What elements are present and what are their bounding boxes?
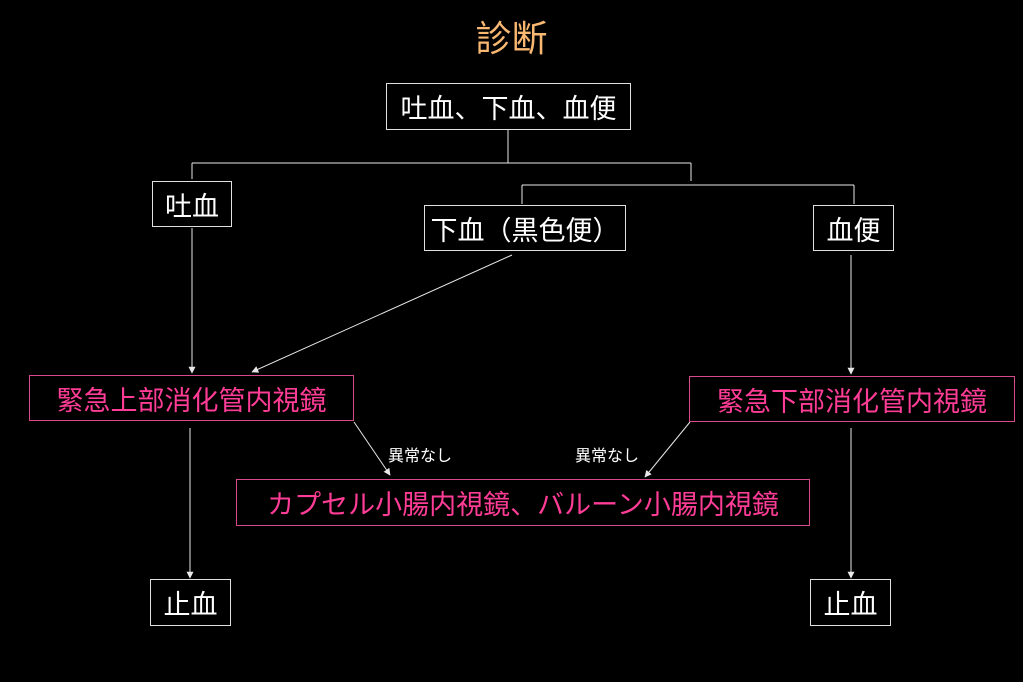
node-melena: 下血（黒色便）: [424, 205, 626, 251]
node-hemostasis-right: 止血: [810, 579, 891, 626]
diagram-title: 診断: [475, 19, 548, 60]
node-hematochezia: 血便: [813, 205, 894, 251]
arrow-upper-to-small-bowel: [353, 421, 391, 476]
node-hemostasis-left: 止血: [150, 579, 231, 626]
arrow-melena-to-upper: [251, 254, 513, 373]
node-small-bowel-endoscopy: カプセル小腸内視鏡、バルーン小腸内視鏡: [236, 479, 810, 526]
node-root: 吐血、下血、血便: [386, 83, 631, 130]
node-lower-endoscopy: 緊急下部消化管内視鏡: [689, 376, 1015, 422]
arrow-lower-to-small-bowel: [644, 421, 691, 478]
node-hematemesis: 吐血: [152, 181, 232, 227]
node-upper-endoscopy: 緊急上部消化管内視鏡: [29, 375, 354, 421]
label-no-abnormality-right: 異常なし: [575, 446, 640, 465]
label-no-abnormality-left: 異常なし: [388, 446, 453, 465]
